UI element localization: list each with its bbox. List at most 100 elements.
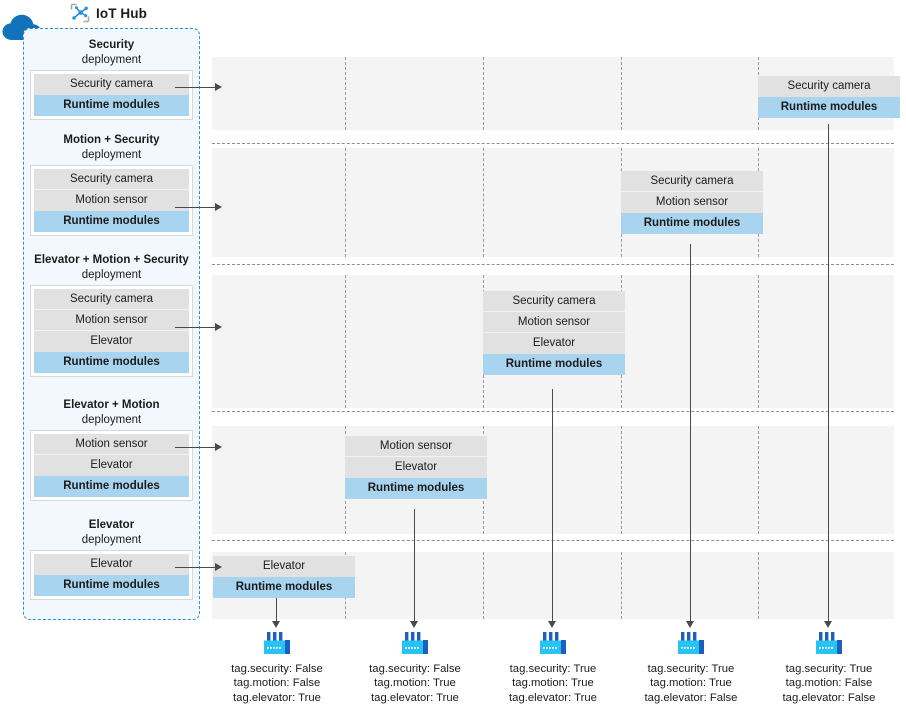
device-tag: tag.elevator: True bbox=[509, 691, 597, 704]
deployment-frame: Security camera Motion sensor Elevator R… bbox=[30, 285, 193, 377]
deployment-subtitle: deployment bbox=[81, 268, 142, 281]
deployment-title: Motion + Security bbox=[63, 134, 160, 146]
connector-arrow-row2 bbox=[175, 203, 222, 212]
grid-stack-row5-col1[interactable]: Elevator Runtime modules bbox=[213, 556, 355, 598]
grid-stack-row3-col3[interactable]: Security camera Motion sensor Elevator R… bbox=[483, 291, 625, 375]
module-runtime-modules: Runtime modules bbox=[34, 211, 189, 232]
module-security-camera: Security camera bbox=[758, 76, 900, 97]
deployment-title: Elevator + Motion + Security bbox=[34, 254, 189, 266]
connector-arrow-row3 bbox=[175, 323, 222, 332]
grid-column-separator bbox=[621, 57, 622, 130]
grid-column-separator bbox=[483, 552, 484, 619]
deployment-subtitle: deployment bbox=[81, 533, 142, 546]
device-4[interactable]: tag.security: True tag.motion: True tag.… bbox=[621, 632, 761, 705]
device-arrow-1 bbox=[272, 598, 281, 628]
grid-row-separator bbox=[212, 411, 894, 412]
deployment-frame: Security camera Runtime modules bbox=[30, 70, 193, 120]
device-tag: tag.security: True bbox=[647, 663, 735, 675]
deployment-frame: Security camera Motion sensor Runtime mo… bbox=[30, 165, 193, 236]
device-tag: tag.elevator: True bbox=[233, 691, 321, 704]
grid-stack-row1-col5[interactable]: Security camera Runtime modules bbox=[758, 76, 900, 118]
module-motion-sensor: Motion sensor bbox=[483, 312, 625, 333]
module-security-camera: Security camera bbox=[34, 289, 189, 310]
module-runtime-modules: Runtime modules bbox=[345, 478, 487, 499]
deployment-title: Elevator + Motion bbox=[63, 399, 160, 411]
module-runtime-modules: Runtime modules bbox=[758, 97, 900, 118]
connector-arrow-row4 bbox=[175, 443, 222, 452]
module-elevator: Elevator bbox=[34, 455, 189, 476]
module-runtime-modules: Runtime modules bbox=[34, 575, 189, 596]
device-5[interactable]: tag.security: True tag.motion: False tag… bbox=[759, 632, 899, 705]
deployment-frame: Motion sensor Elevator Runtime modules bbox=[30, 430, 193, 501]
module-runtime-modules: Runtime modules bbox=[34, 476, 189, 497]
device-tag: tag.elevator: False bbox=[644, 691, 738, 704]
device-tag: tag.elevator: False bbox=[782, 691, 876, 704]
grid-column-separator bbox=[345, 275, 346, 408]
device-tag: tag.motion: False bbox=[785, 677, 873, 690]
device-arrow-4 bbox=[686, 244, 695, 628]
grid-stack-row2-col4[interactable]: Security camera Motion sensor Runtime mo… bbox=[621, 171, 763, 234]
iot-hub-icon bbox=[70, 3, 90, 23]
deployment-frame: Elevator Runtime modules bbox=[30, 550, 193, 600]
device-tag: tag.motion: False bbox=[233, 677, 321, 690]
module-runtime-modules: Runtime modules bbox=[34, 352, 189, 373]
grid-column-separator bbox=[345, 57, 346, 130]
deployment-title: Elevator bbox=[88, 519, 135, 531]
grid-column-separator bbox=[621, 426, 622, 534]
device-3[interactable]: tag.security: True tag.motion: True tag.… bbox=[483, 632, 623, 705]
device-tag: tag.motion: True bbox=[650, 677, 732, 690]
device-1[interactable]: tag.security: False tag.motion: False ta… bbox=[207, 632, 347, 705]
device-tag: tag.security: False bbox=[369, 663, 461, 675]
grid-column-separator bbox=[758, 552, 759, 619]
device-tag: tag.security: False bbox=[231, 663, 323, 675]
module-motion-sensor: Motion sensor bbox=[345, 436, 487, 457]
device-2[interactable]: tag.security: False tag.motion: True tag… bbox=[345, 632, 485, 705]
deployment-motion-security[interactable]: Motion + Security deployment Security ca… bbox=[30, 134, 193, 236]
grid-column-separator bbox=[483, 57, 484, 130]
module-elevator: Elevator bbox=[34, 554, 189, 575]
module-security-camera: Security camera bbox=[621, 171, 763, 192]
module-elevator: Elevator bbox=[213, 556, 355, 577]
connector-arrow-row1 bbox=[175, 83, 222, 92]
factory-icon bbox=[400, 632, 430, 656]
grid-row-separator bbox=[212, 264, 894, 265]
grid-row-4 bbox=[212, 426, 894, 534]
device-tag: tag.motion: True bbox=[512, 677, 594, 690]
factory-icon bbox=[676, 632, 706, 656]
device-tag: tag.elevator: True bbox=[371, 691, 459, 704]
deployment-elevator-motion-security[interactable]: Elevator + Motion + Security deployment … bbox=[30, 254, 193, 377]
module-elevator: Elevator bbox=[483, 333, 625, 354]
device-arrow-3 bbox=[548, 389, 557, 628]
module-motion-sensor: Motion sensor bbox=[621, 192, 763, 213]
grid-row-2 bbox=[212, 148, 894, 257]
module-motion-sensor: Motion sensor bbox=[34, 310, 189, 331]
deployment-security[interactable]: Security deployment Security camera Runt… bbox=[30, 39, 193, 120]
module-elevator: Elevator bbox=[34, 331, 189, 352]
module-motion-sensor: Motion sensor bbox=[34, 190, 189, 211]
module-motion-sensor: Motion sensor bbox=[34, 434, 189, 455]
module-runtime-modules: Runtime modules bbox=[483, 354, 625, 375]
grid-stack-row4-col2[interactable]: Motion sensor Elevator Runtime modules bbox=[345, 436, 487, 499]
grid-column-separator bbox=[345, 148, 346, 257]
deployment-subtitle: deployment bbox=[81, 148, 142, 161]
module-security-camera: Security camera bbox=[483, 291, 625, 312]
deployment-elevator[interactable]: Elevator deployment Elevator Runtime mod… bbox=[30, 519, 193, 600]
device-arrow-2 bbox=[410, 509, 419, 628]
module-runtime-modules: Runtime modules bbox=[213, 577, 355, 598]
factory-icon bbox=[262, 632, 292, 656]
factory-icon bbox=[814, 632, 844, 656]
grid-column-separator bbox=[758, 426, 759, 534]
module-elevator: Elevator bbox=[345, 457, 487, 478]
grid-column-separator bbox=[758, 275, 759, 408]
deployment-elevator-motion[interactable]: Elevator + Motion deployment Motion sens… bbox=[30, 399, 193, 501]
hub-title: IoT Hub bbox=[96, 5, 147, 21]
grid-column-separator bbox=[621, 552, 622, 619]
deployment-subtitle: deployment bbox=[81, 53, 142, 66]
grid-row-separator bbox=[212, 540, 894, 541]
device-tag: tag.motion: True bbox=[374, 677, 456, 690]
grid-row-separator bbox=[212, 143, 894, 144]
device-tag: tag.security: True bbox=[785, 663, 873, 675]
deployment-title: Security bbox=[88, 39, 135, 51]
module-runtime-modules: Runtime modules bbox=[621, 213, 763, 234]
